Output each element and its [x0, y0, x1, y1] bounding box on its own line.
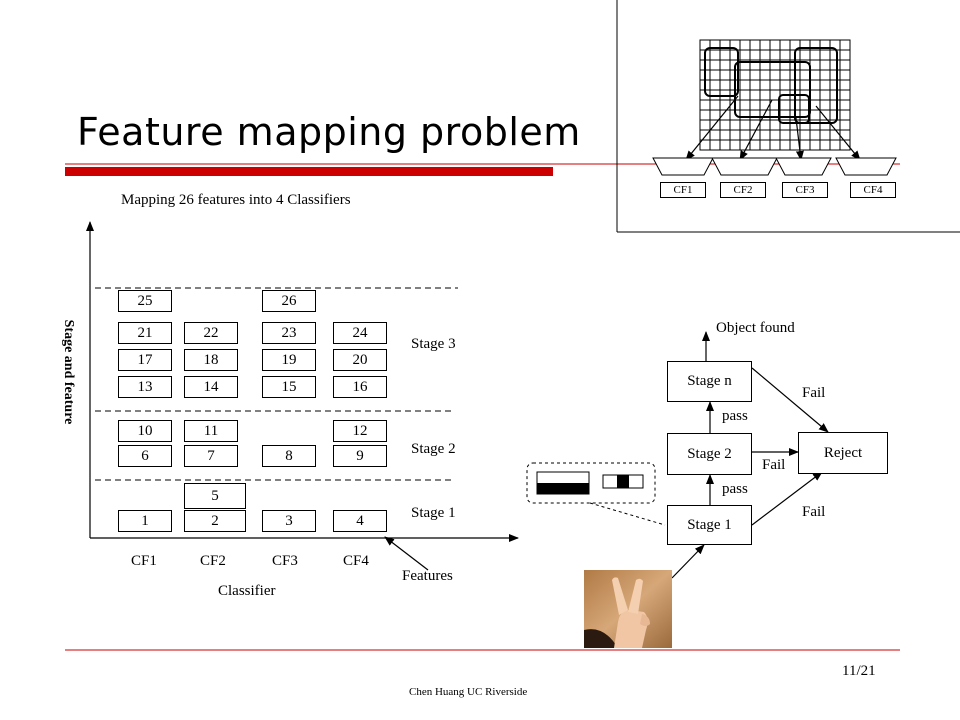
feature-cell-12: 12: [333, 420, 387, 442]
pass-lower-label: pass: [722, 481, 748, 497]
features-arrow: [384, 536, 429, 571]
stage-1-label: Stage 1: [411, 505, 456, 521]
feature-cell-14: 14: [184, 376, 238, 398]
stage-2-box: Stage 2: [667, 433, 752, 475]
haar-feature-callout: [526, 462, 656, 504]
feature-cell-3: 3: [262, 510, 316, 532]
feature-cell-1: 1: [118, 510, 172, 532]
fail-bottom-label: Fail: [802, 504, 826, 520]
hand-gesture-photo: [584, 570, 672, 648]
inset-arrows: [685, 95, 861, 161]
feature-cell-4: 4: [333, 510, 387, 532]
feature-cell-16: 16: [333, 376, 387, 398]
page-number: 11/21: [842, 663, 876, 679]
feature-cell-21: 21: [118, 322, 172, 344]
inset-feature-windows: [704, 47, 838, 124]
inset-cf2-label: CF2: [720, 182, 766, 198]
stage-2-label: Stage 2: [411, 441, 456, 457]
feature-cell-22: 22: [184, 322, 238, 344]
inset-classifier-trapezoids: [652, 157, 897, 176]
classifier-cf3-label: CF3: [272, 553, 298, 569]
classifier-cf4-label: CF4: [343, 553, 369, 569]
feature-cell-19: 19: [262, 349, 316, 371]
footer-credit: Chen Huang UC Riverside: [409, 686, 528, 698]
pass-upper-label: pass: [722, 408, 748, 424]
slide-title: Feature mapping problem: [77, 110, 581, 154]
feature-cell-20: 20: [333, 349, 387, 371]
features-label: Features: [402, 568, 453, 584]
feature-cell-2: 2: [184, 510, 246, 532]
feature-cell-9: 9: [333, 445, 387, 467]
object-found-label: Object found: [716, 320, 795, 336]
feature-cell-26: 26: [262, 290, 316, 312]
feature-cell-13: 13: [118, 376, 172, 398]
feature-cell-10: 10: [118, 420, 172, 442]
feature-cell-7: 7: [184, 445, 238, 467]
classifier-cf2-label: CF2: [200, 553, 226, 569]
classifier-cf1-label: CF1: [131, 553, 157, 569]
stage-1-box: Stage 1: [667, 505, 752, 545]
mapping-subtitle: Mapping 26 features into 4 Classifiers: [121, 192, 351, 208]
stage-dividers: [95, 287, 458, 481]
feature-cell-25: 25: [118, 290, 172, 312]
feature-cell-18: 18: [184, 349, 238, 371]
feature-cell-11: 11: [184, 420, 238, 442]
inset-cf3-label: CF3: [782, 182, 828, 198]
feature-cell-8: 8: [262, 445, 316, 467]
feature-cell-23: 23: [262, 322, 316, 344]
feature-cell-5: 5: [184, 483, 246, 509]
feature-cell-6: 6: [118, 445, 172, 467]
stage-n-box: Stage n: [667, 361, 752, 402]
title-rule-bar: [65, 167, 553, 176]
cascade-arrows: [671, 331, 829, 579]
stage-3-label: Stage 3: [411, 336, 456, 352]
feature-cell-17: 17: [118, 349, 172, 371]
feature-cell-15: 15: [262, 376, 316, 398]
reject-box: Reject: [798, 432, 888, 474]
y-axis-label: Stage and feature: [61, 319, 76, 425]
fail-middle-label: Fail: [762, 457, 786, 473]
feature-cell-24: 24: [333, 322, 387, 344]
haar-feature-patterns: [536, 471, 644, 495]
haar-callout-leader: [589, 502, 666, 526]
inset-cf1-label: CF1: [660, 182, 706, 198]
x-axis-label: Classifier: [218, 583, 276, 599]
fail-top-label: Fail: [802, 385, 826, 401]
inset-cf4-label: CF4: [850, 182, 896, 198]
